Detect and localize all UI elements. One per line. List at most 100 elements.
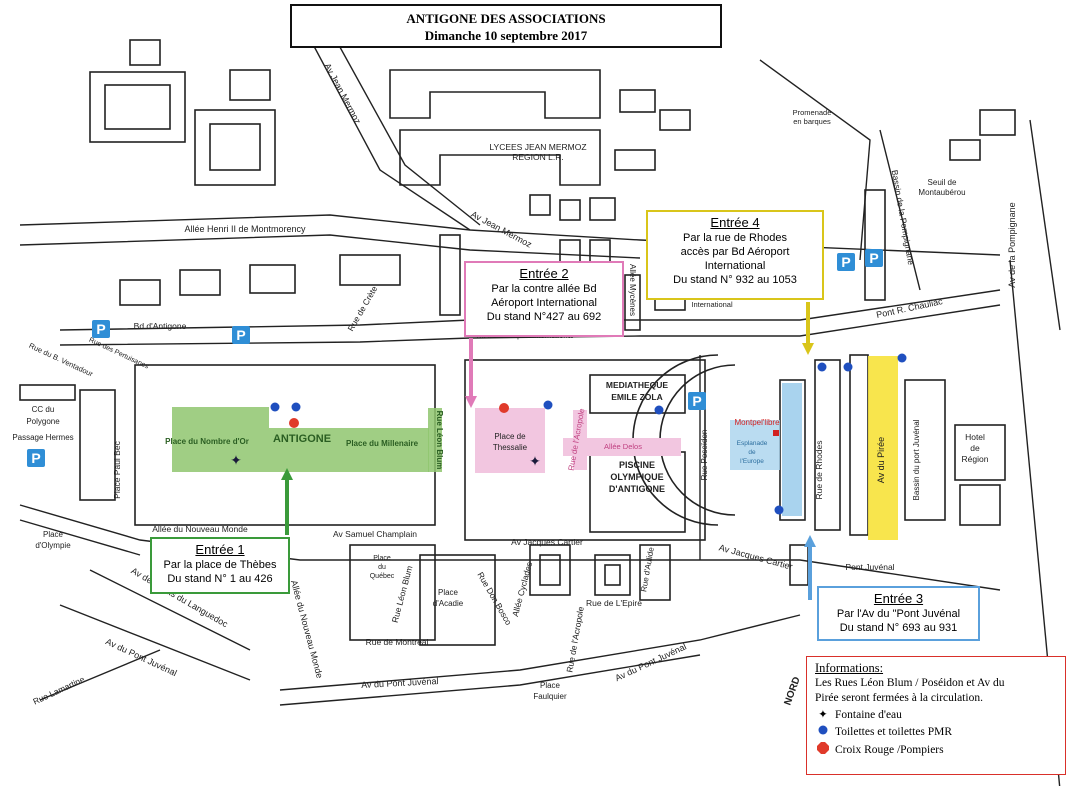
buildings-layer [19, 39, 1016, 646]
map-label-rue-epire: Rue de L'Epire [586, 598, 642, 608]
svg-text:P: P [692, 393, 701, 409]
map-label-rue-pertuisanes: Rue des Pertuisanes [88, 337, 150, 371]
title-line-1: ANTIGONE DES ASSOCIATIONS [406, 11, 606, 26]
toilet-marker [270, 402, 280, 412]
entry-3-box: Entrée 3 Par l'Av du "Pont Juvénal Du st… [817, 586, 980, 641]
svg-text:P: P [869, 250, 878, 266]
map-label-place-thessalie-2: Thessalie [493, 443, 528, 452]
map-label-rue-lamartine: Rue Lamartine [31, 674, 86, 707]
map-label-rue-acropole-2: Rue de l'Acropole [564, 605, 586, 673]
map-label-esplanade-3: l'Europe [740, 458, 764, 465]
entry-4-box: Entrée 4 Par la rue de Rhodes accès par … [646, 210, 824, 300]
map-label-pont-juvenal: Pont Juvénal [845, 562, 894, 572]
map-label-esplanade-2: de [748, 449, 756, 456]
zone-green-1 [172, 407, 269, 472]
entry-4-line-3: International [704, 260, 766, 272]
map-label-esplanade-1: Esplanade [737, 440, 768, 447]
map-label-place-paul-bec: Place Paul Bec [112, 440, 122, 498]
map-label-place-millenaire: Place du Millenaire [346, 439, 419, 448]
colored-zones [172, 356, 898, 540]
svg-text:P: P [96, 321, 105, 337]
map-label-av-jean-mermoz-2: Av Jean Mermoz [469, 209, 534, 250]
zone-pink-2 [563, 438, 681, 456]
info-title: Informations: [815, 661, 884, 675]
map-label-piscine-2: OLYMPIQUE [610, 472, 663, 482]
map-label-seuil-1: Seuil de [928, 178, 957, 187]
zone-blue-1 [782, 383, 802, 516]
map-label-bassin-port: Bassin du port Juvénal [912, 419, 921, 500]
map-label-av-jacques-cartier-2: Av Jacques Cartier [718, 542, 794, 571]
map-label-montpellibre: Montpel'libre [734, 418, 780, 427]
toilet-marker [843, 362, 853, 372]
red-cross-marker [499, 403, 509, 413]
map-label-av-samuel: Av Samuel Champlain [333, 529, 417, 539]
map-label-international: International [691, 300, 733, 309]
map-label-piscine-3: D'ANTIGONE [609, 484, 665, 494]
map-label-antigone: ANTIGONE [273, 433, 331, 445]
svg-text:P: P [236, 327, 245, 343]
toilet-marker [543, 400, 553, 410]
legend-fontaine-label: Fontaine d'eau [835, 709, 902, 721]
red-cross-icon [815, 742, 831, 759]
map-label-promenade-1: Promenade [793, 108, 832, 117]
map-label-hotel-1: Hotel [965, 432, 985, 442]
fountain-icon: ✦ [818, 709, 828, 721]
legend-toilettes-label: Toilettes et toilettes PMR [835, 726, 953, 738]
montpellibre-marker [773, 430, 779, 436]
map-label-av-jean-mermoz-1: Av Jean Mermoz [322, 62, 363, 127]
map-label-lycees-2: REGION L.R. [512, 152, 563, 162]
entry-2-line-1: Par la contre allée Bd [491, 283, 597, 295]
entry-2-line-3: Du stand N°427 au 692 [486, 311, 602, 323]
info-legend-box: Informations: Les Rues Léon Blum / Poséi… [806, 656, 1066, 775]
entry-4-title: Entrée 4 [710, 215, 760, 230]
map-label-cc-1: CC du [32, 405, 55, 414]
parking-icon: P [865, 249, 883, 267]
map-label-rue-aulide: Rue d'Aulide [639, 546, 656, 593]
map-label-av-pont-juvenal-1: Av du Pont Juvénal [104, 636, 178, 678]
toilet-dot-icon [815, 725, 831, 740]
map-label-rue-poseidon: Rue Poseïdon [700, 430, 709, 481]
entry-2-box: Entrée 2 Par la contre allée Bd Aéroport… [464, 261, 624, 337]
legend-row-croix-rouge: Croix Rouge /Pompiers [815, 742, 1057, 759]
map-label-piscine-1: PISCINE [619, 460, 655, 470]
map-label-av-pompignane: Av de la Pompignane [1007, 202, 1017, 287]
info-line-1: Les Rues Léon Blum / Poséidon et Av du [815, 677, 1005, 689]
parking-icon: P [232, 326, 250, 344]
legend-croix-label: Croix Rouge /Pompiers [835, 744, 944, 756]
map-label-place-faulquier-2: Faulquier [533, 692, 567, 701]
zone-green-2 [269, 428, 429, 472]
map-label-lycees-1: LYCEES JEAN MERMOZ [489, 142, 586, 152]
map-label-allee-delos: Allée Delos [604, 442, 642, 451]
map-label-nord: NORD [782, 675, 802, 706]
map-label-allee-henri: Allée Henri II de Montmorency [184, 224, 306, 234]
map-label-allee-nouveau-monde-2: Allée du Nouveau Monde [289, 579, 325, 679]
svg-text:P: P [841, 254, 850, 270]
entry-3-line-2: Du stand N° 693 au 931 [839, 622, 958, 634]
map-label-mediatheque-2: EMILE ZOLA [611, 392, 662, 402]
parking-icon: P [688, 392, 706, 410]
arrow-entry-4-head [802, 343, 814, 355]
entry-1-title: Entrée 1 [195, 542, 245, 557]
zone-blue-2 [730, 420, 780, 470]
entry-1-line-2: Du stand N° 1 au 426 [167, 573, 273, 585]
arrow-entry-2-head [465, 396, 477, 408]
map-label-place-quebec-2: du [378, 564, 386, 571]
map-label-av-piree: Av du Pirée [876, 437, 886, 483]
red-cross-marker [289, 418, 299, 428]
toilet-marker [817, 362, 827, 372]
legend-row-fontaine: ✦ Fontaine d'eau [815, 708, 1057, 723]
map-label-place-olympie-1: Place [43, 530, 64, 539]
map-label-rue-leon-blum: Rue Léon Blum [435, 411, 444, 470]
entry-4-line-2: accès par Bd Aéroport [680, 246, 790, 258]
map-label-place-quebec-1: Place [373, 555, 391, 562]
map-label-allee-mycenes: Allée Mycènes [628, 264, 637, 316]
entry-arrows [281, 302, 816, 600]
legend-row-toilettes: Toilettes et toilettes PMR [815, 725, 1057, 740]
title-line-2: Dimanche 10 septembre 2017 [424, 28, 588, 43]
entry-2-title: Entrée 2 [519, 266, 569, 281]
zone-pink-3 [573, 410, 587, 470]
parking-icon: P [837, 253, 855, 271]
entry-3-title: Entrée 3 [873, 591, 924, 606]
